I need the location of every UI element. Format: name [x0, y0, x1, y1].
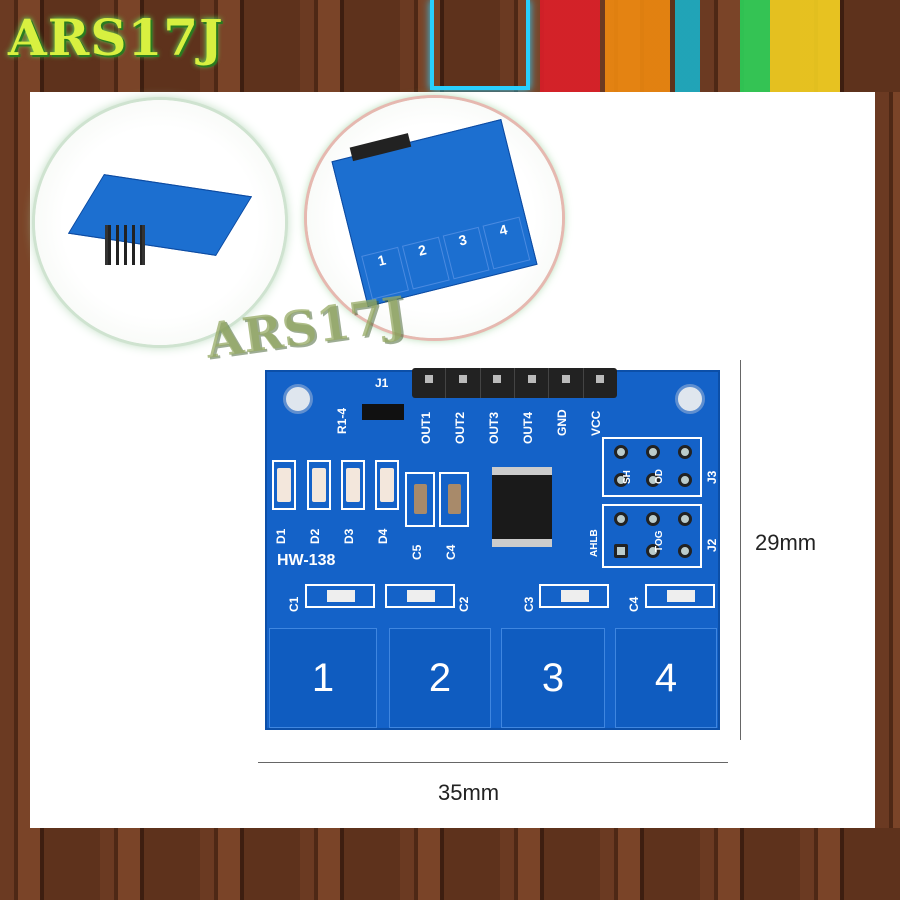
pin-label-out4: OUT4 [521, 411, 535, 444]
width-dimension: 35mm [438, 780, 500, 805]
led-d4 [375, 460, 399, 510]
cap-label: C5 [410, 544, 424, 560]
led-label: D3 [342, 528, 356, 544]
pin-header [412, 368, 617, 398]
cap-label: C1 [287, 596, 301, 612]
mini-board-top: 1 2 3 4 [331, 119, 538, 307]
touch-pad-4: 4 [615, 628, 717, 728]
mini-header [349, 133, 412, 162]
jumper-label-od: OD [654, 469, 665, 484]
jumper-j2 [602, 504, 702, 568]
resistor-array [362, 404, 404, 420]
wood-frame-right [875, 92, 900, 828]
cap-label: C2 [457, 596, 471, 612]
cap-label: C4 [444, 544, 458, 560]
height-dimension-line [740, 360, 741, 740]
jumper-j3 [602, 437, 702, 497]
touch-pad-1: 1 [269, 628, 377, 728]
neon-decoration [430, 0, 530, 90]
touch-pad-2: 2 [389, 628, 491, 728]
ttp224-chip [492, 467, 552, 547]
mini-pad-3: 3 [442, 226, 490, 280]
width-dimension-line [258, 762, 728, 763]
cap-label: C3 [522, 596, 536, 612]
led-d3 [341, 460, 365, 510]
jumper-label-sh: SH [622, 470, 633, 484]
pin-label-gnd: GND [555, 409, 569, 436]
capacitor-c1 [305, 584, 375, 608]
jumper-label-tog: TOG [654, 530, 665, 552]
side-view-circle [35, 100, 285, 345]
led-label: D1 [274, 528, 288, 544]
led-label: D2 [308, 528, 322, 544]
touch-sensor-board: J1 R1-4 OUT1 OUT2 OUT3 OUT4 GND VCC D1 D… [265, 368, 720, 730]
capacitor-c4 [439, 472, 469, 527]
mount-hole [283, 384, 313, 414]
colorful-background [540, 0, 900, 92]
header-label: J1 [375, 376, 389, 390]
led-d1 [272, 460, 296, 510]
wood-frame-bottom [0, 828, 900, 900]
capacitor-c2 [385, 584, 455, 608]
pin-label-vcc: VCC [589, 410, 603, 436]
jumper-label-ahlb: AHLB [589, 529, 600, 557]
touch-pad-3: 3 [501, 628, 605, 728]
model-label: HW-138 [277, 552, 336, 569]
mini-pad-4: 4 [482, 216, 531, 270]
capacitor-c3 [539, 584, 609, 608]
pin-header-side [105, 225, 145, 265]
cap-label: C4 [627, 596, 641, 612]
jumper-name-j2: J2 [705, 538, 719, 552]
led-d2 [307, 460, 331, 510]
pin-label-out3: OUT3 [487, 411, 501, 444]
logo: ARS17J [8, 8, 224, 67]
wood-frame-left [0, 92, 30, 828]
top-view-circle: 1 2 3 4 [307, 98, 562, 338]
mini-pad-2: 2 [401, 236, 450, 290]
resistor-label: R1-4 [335, 407, 349, 434]
pin-label-out2: OUT2 [453, 411, 467, 444]
capacitor-c5 [405, 472, 435, 527]
jumper-name-j3: J3 [705, 470, 719, 484]
led-label: D4 [376, 528, 390, 544]
mount-hole [675, 384, 705, 414]
height-dimension: 29mm [755, 530, 817, 555]
pin-label-out1: OUT1 [419, 411, 433, 444]
capacitor-c4-pad [645, 584, 715, 608]
mini-board-side [67, 174, 253, 256]
